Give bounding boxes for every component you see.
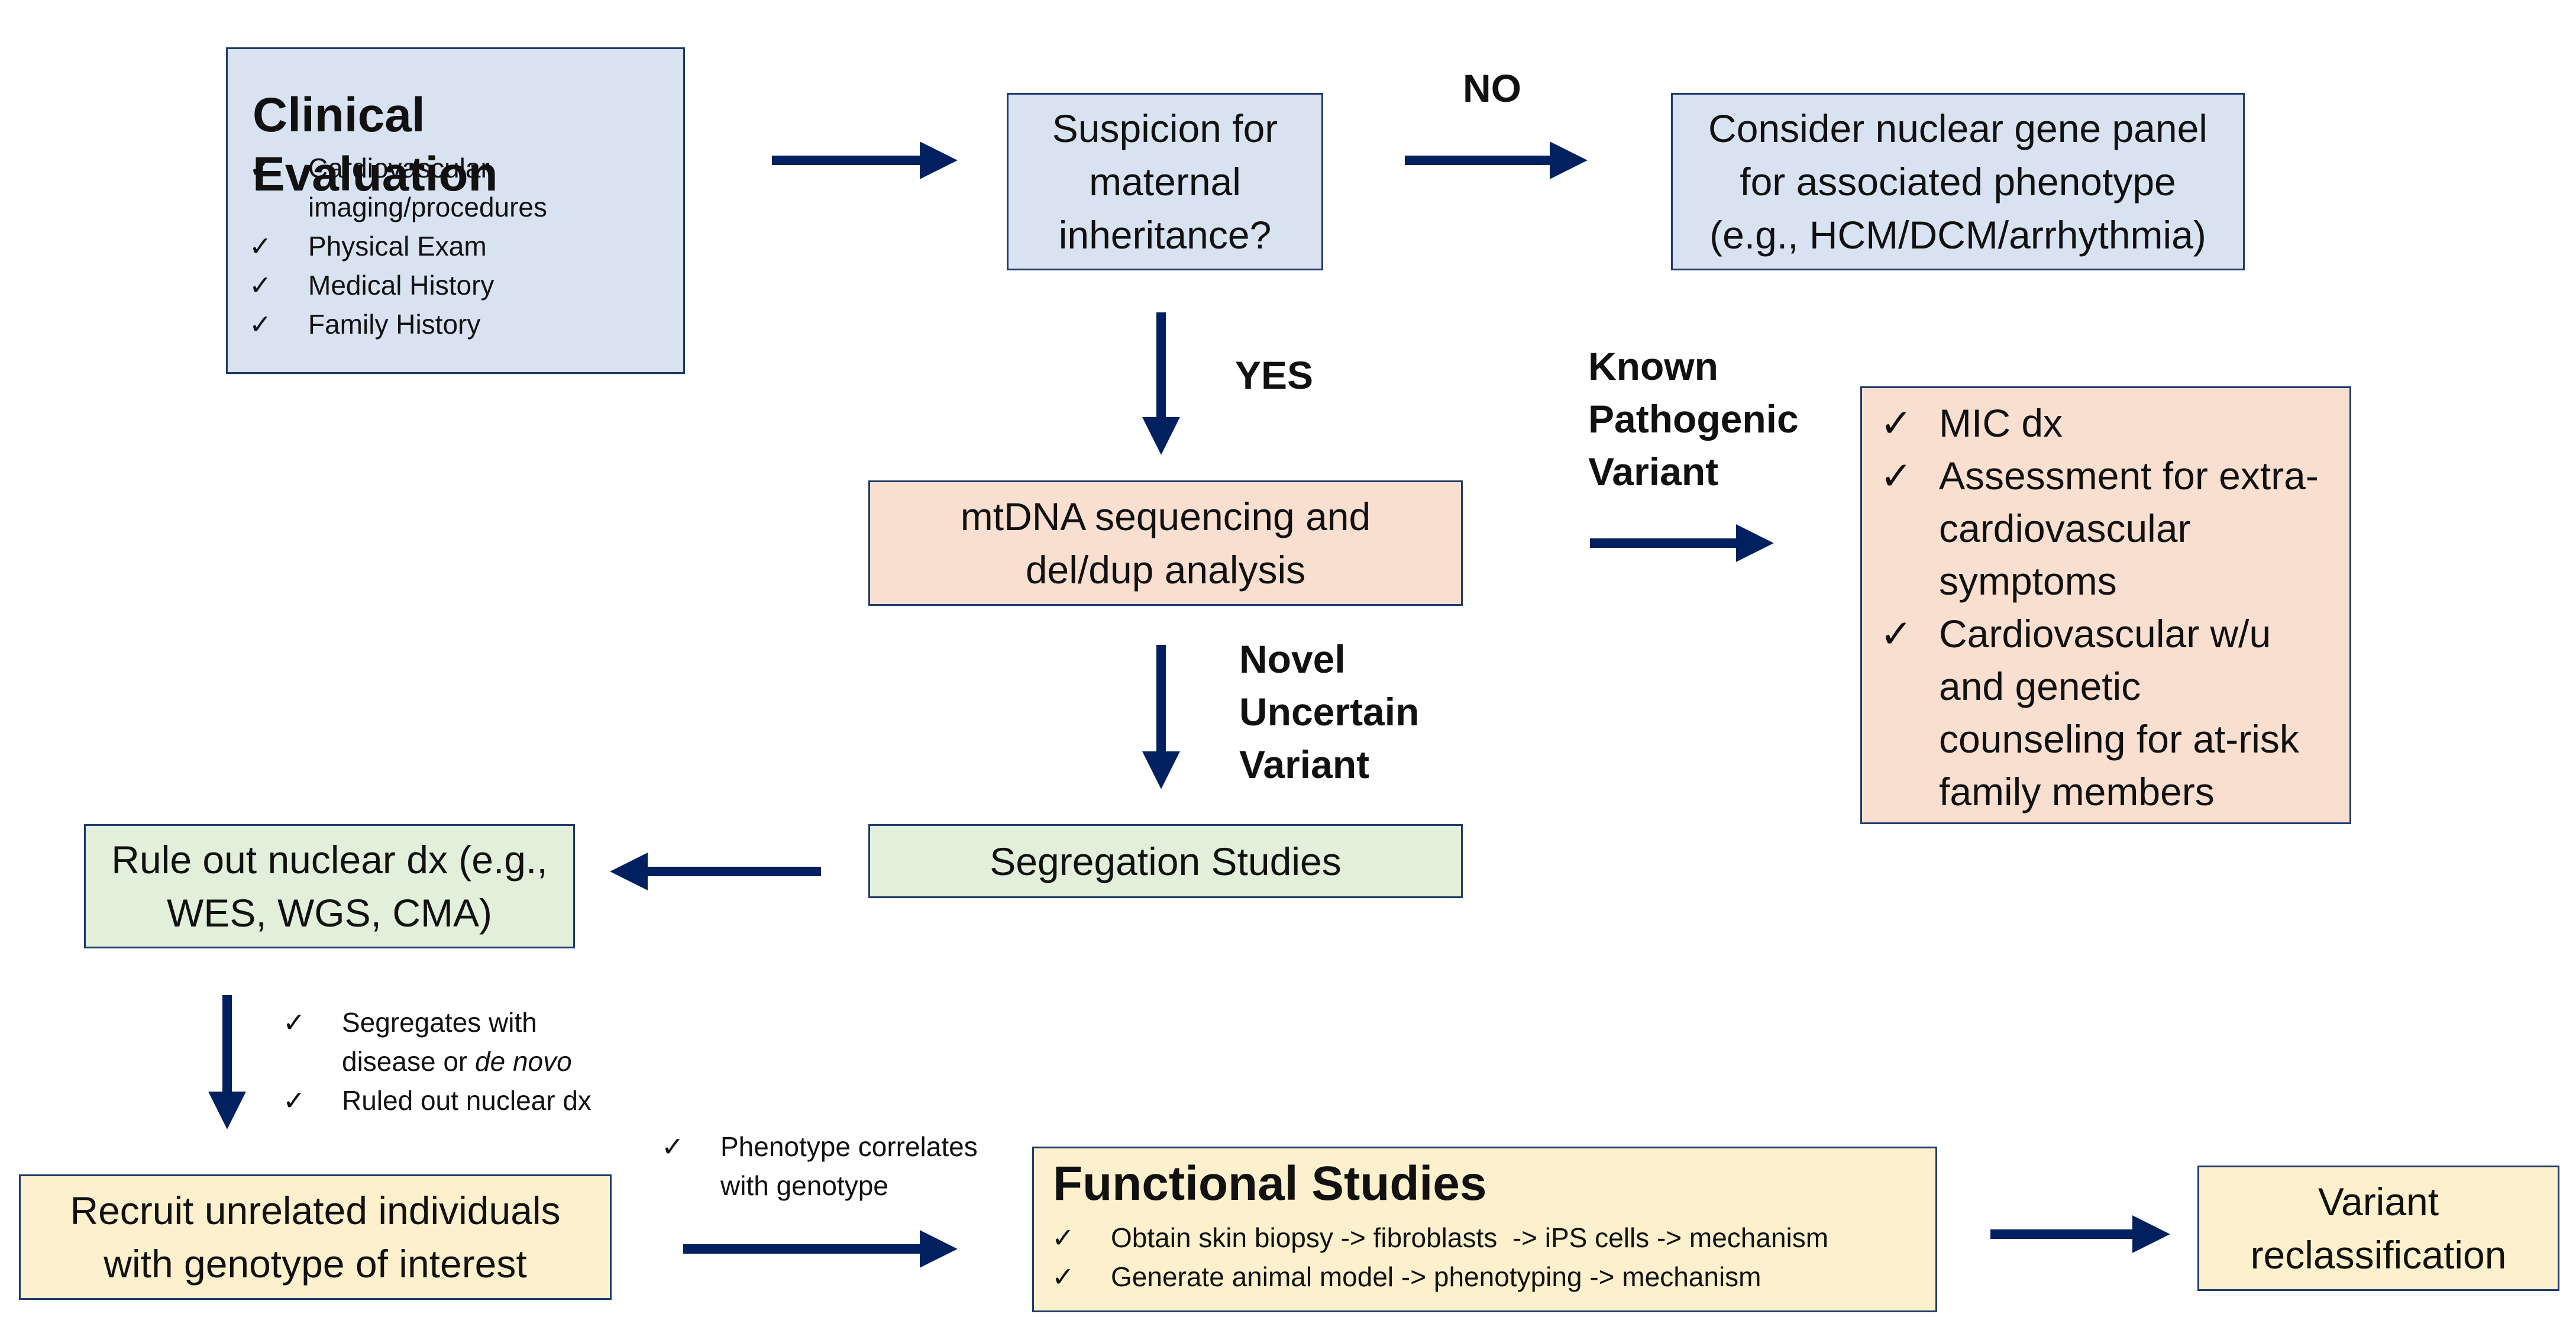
known-pathogenic-checklist: ✓ MIC dx ✓ Assessment for extra-cardiova…: [1880, 397, 2329, 818]
checklist-item: ✓ MIC dx: [1880, 397, 2329, 450]
mtdna-box: mtDNA sequencing and del/dup analysis: [868, 480, 1463, 606]
suspicion-text: Suspicion for maternal inheritance?: [1052, 106, 1278, 257]
checklist-item: ✓ Cardiovascular w/u and genetic counsel…: [1880, 608, 2329, 818]
nuclear-panel-box: Consider nuclear gene panel for associat…: [1671, 93, 2245, 270]
check-icon: ✓: [249, 231, 272, 262]
suspicion-box: Suspicion for maternal inheritance?: [1007, 93, 1323, 270]
rule-out-box: Rule out nuclear dx (e.g., WES, WGS, CMA…: [84, 824, 575, 948]
functional-studies-title: Functional Studies: [1053, 1157, 1487, 1210]
check-icon: ✓: [1052, 1261, 1075, 1292]
check-icon: ✓: [249, 153, 272, 183]
check-icon: ✓: [1052, 1222, 1075, 1253]
check-icon: ✓: [661, 1131, 684, 1162]
label-no: NO: [1463, 66, 1521, 110]
clinical-evaluation-box: Clinical Evaluation ✓ Cardiovascular ima…: [226, 47, 685, 374]
functional-studies-box: Functional Studies ✓ Obtain skin biopsy …: [1032, 1147, 1937, 1312]
checklist-item: ✓ Obtain skin biopsy -> fibroblasts -> i…: [1052, 1218, 1927, 1257]
checklist-item: ✓ Generate animal model -> phenotyping -…: [1052, 1257, 1927, 1296]
recruit-box: Recruit unrelated individuals with genot…: [19, 1174, 612, 1300]
label-known-pathogenic-variant: Known Pathogenic Variant: [1588, 344, 1799, 493]
clinical-evaluation-checklist: ✓ Cardiovascular imaging/procedures ✓ Ph…: [249, 149, 663, 344]
check-icon: ✓: [249, 309, 272, 340]
checklist-item: ✓ Family History: [249, 305, 663, 344]
note-phenotype: ✓ Phenotype correlates with genotype: [661, 1127, 1028, 1205]
note-segregates: ✓ Segregates with disease or de novo ✓ R…: [283, 1003, 649, 1120]
label-yes: YES: [1235, 353, 1314, 397]
check-icon: ✓: [1880, 612, 1913, 656]
label-novel-uncertain-variant: Novel Uncertain Variant: [1239, 637, 1420, 786]
checklist-item: ✓ Physical Exam: [249, 227, 663, 266]
checklist-item: ✓ Cardiovascular imaging/procedures: [249, 149, 663, 227]
clinical-evaluation-title: Clinical Evaluation: [253, 88, 498, 201]
check-icon: ✓: [283, 1085, 306, 1116]
checklist-item: ✓ Assessment for extra-cardiovascular sy…: [1880, 450, 2329, 608]
check-icon: ✓: [283, 1007, 306, 1038]
check-icon: ✓: [1880, 401, 1913, 445]
reclassification-box: Variant reclassification: [2197, 1166, 2559, 1291]
known-pathogenic-box: ✓ MIC dx ✓ Assessment for extra-cardiova…: [1860, 386, 2351, 824]
checklist-item: ✓ Medical History: [249, 266, 663, 305]
functional-studies-checklist: ✓ Obtain skin biopsy -> fibroblasts -> i…: [1052, 1218, 1927, 1296]
check-icon: ✓: [249, 270, 272, 301]
segregation-box: Segregation Studies: [868, 824, 1463, 898]
check-icon: ✓: [1880, 454, 1913, 498]
